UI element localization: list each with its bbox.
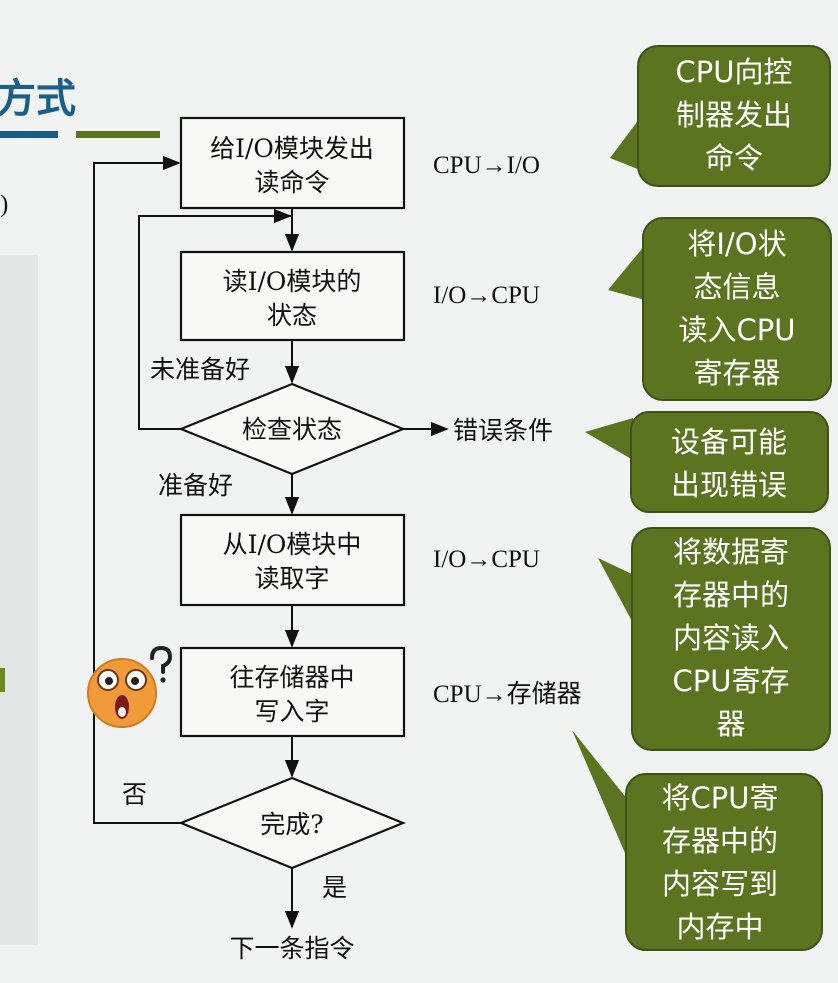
step-1-line-1: 给I/O模块发出	[210, 134, 374, 163]
yes-label: 是	[322, 873, 347, 902]
error-condition-label: 错误条件	[453, 416, 553, 445]
done-question-label: 完成?	[260, 810, 323, 839]
transfer-label-1: CPU→I/O	[433, 152, 540, 179]
bubble-1-line-1: CPU向控	[676, 55, 793, 89]
not-ready-label: 未准备好	[150, 355, 250, 384]
surprised-face-icon	[87, 645, 173, 728]
step-box-write-memory	[179, 646, 406, 738]
ready-label: 准备好	[158, 471, 233, 500]
bubble-4-line-3: 内容读入	[673, 621, 789, 655]
step-4-line-1: 往存储器中	[229, 663, 354, 692]
bubble-4-line-1: 将数据寄	[673, 535, 789, 569]
callout-bubble-4: 将数据寄 存器中的 内容读入 CPU寄存 器	[598, 527, 831, 751]
bubble-1-line-3: 命令	[705, 141, 763, 175]
left-text-fragment: )	[0, 191, 8, 218]
title-bar-green	[76, 131, 160, 138]
bubble-4-line-5: 器	[716, 707, 745, 741]
transfer-label-4: CPU→存储器	[433, 680, 582, 708]
step-3-line-1: 从I/O模块中	[223, 530, 362, 559]
bubble-2-line-2: 态信息	[693, 270, 780, 304]
step-box-read-status	[179, 250, 406, 342]
left-panel	[0, 255, 38, 945]
step-2-line-2: 状态	[267, 301, 317, 330]
slide-title-fragment: 方式	[0, 76, 76, 122]
bubble-2-line-4: 寄存器	[693, 356, 780, 390]
step-1-line-2: 读命令	[254, 168, 329, 197]
flow-connectors	[93, 155, 449, 929]
step-2-line-1: 读I/O模块的	[223, 267, 362, 296]
bubble-5-line-2: 存器中的	[662, 824, 778, 858]
bubble-3-line-2: 出现错误	[671, 468, 787, 502]
step-box-send-read-command	[179, 116, 406, 210]
next-instruction-label: 下一条指令	[229, 934, 354, 963]
callout-bubble-1: CPU向控 制器发出 命令	[610, 45, 831, 187]
step-box-read-word	[179, 513, 406, 607]
title-bar-blue	[0, 131, 58, 138]
bubble-4-line-4: CPU寄存	[673, 664, 790, 698]
step-3-line-2: 读取字	[254, 564, 329, 593]
no-label: 否	[122, 780, 147, 809]
bubble-3-line-1: 设备可能	[671, 425, 787, 459]
left-edge-mark	[0, 668, 5, 692]
callout-bubble-3: 设备可能 出现错误	[585, 411, 829, 513]
check-status-label: 检查状态	[242, 415, 342, 444]
bubble-2-line-3: 读入CPU	[679, 313, 796, 347]
transfer-label-3: I/O→CPU	[433, 546, 540, 573]
bubble-4-line-2: 存器中的	[673, 578, 789, 612]
bubble-5-line-1: 将CPU寄	[662, 781, 779, 815]
bubble-1-line-2: 制器发出	[676, 98, 792, 132]
callout-bubble-5: 将CPU寄 存器中的 内容写到 内存中	[572, 730, 823, 951]
bubble-5-line-3: 内容写到	[662, 867, 778, 901]
transfer-label-2: I/O→CPU	[433, 282, 540, 309]
step-4-line-2: 写入字	[254, 697, 329, 726]
bubble-5-line-4: 内存中	[676, 910, 763, 944]
bubble-2-line-1: 将I/O状	[687, 227, 786, 261]
callout-bubble-2: 将I/O状 态信息 读入CPU 寄存器	[608, 217, 832, 401]
